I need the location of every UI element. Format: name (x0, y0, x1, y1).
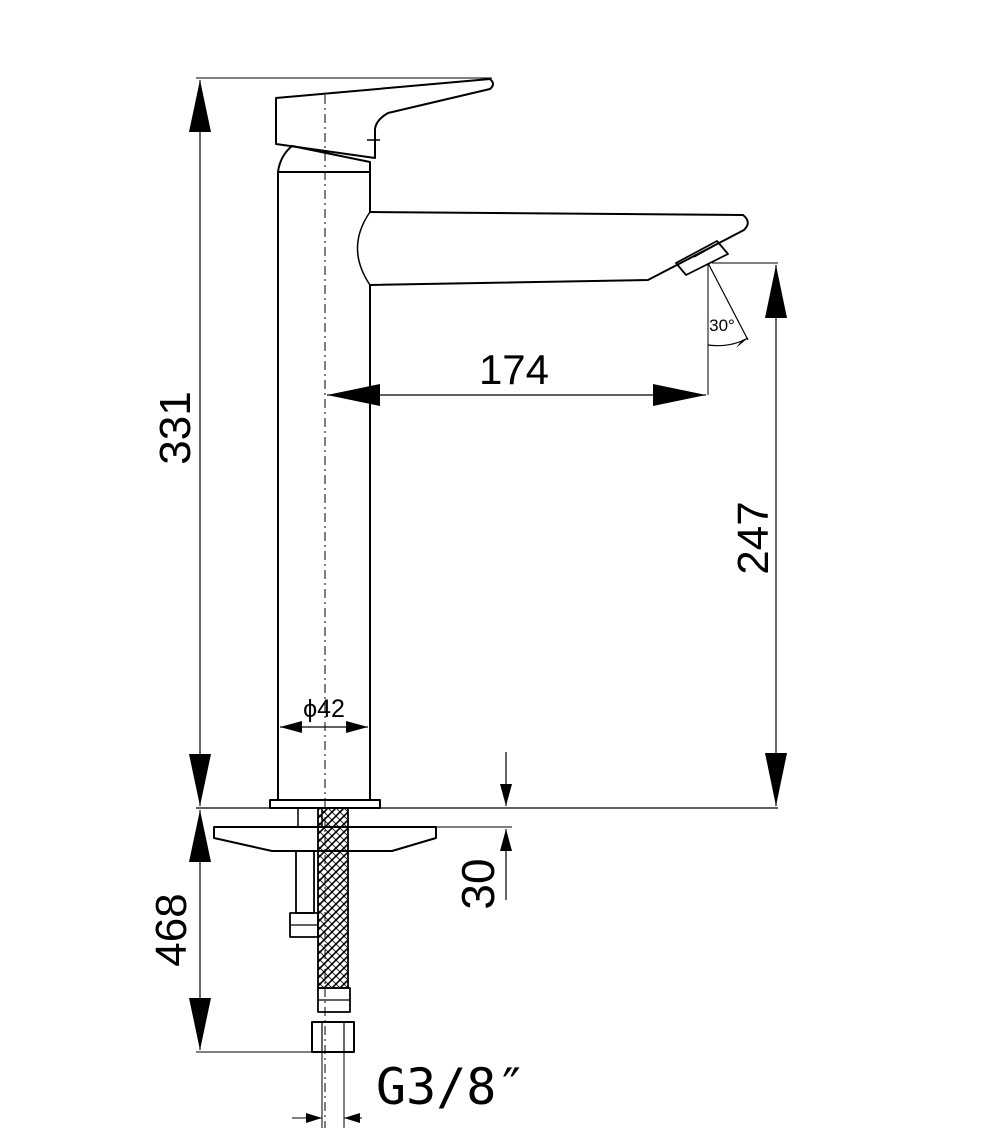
arrow-angle (736, 338, 748, 348)
label-connection-thread: G3/8″ (376, 1058, 527, 1116)
label-deck-thickness: 30 (452, 858, 504, 909)
arrow-247-bottom (765, 753, 787, 806)
label-spout-reach: 174 (479, 346, 549, 393)
label-total-height: 331 (151, 391, 200, 464)
spout (369, 211, 749, 286)
arrow-30-lower (500, 829, 512, 851)
arrow-42-right (346, 721, 368, 733)
label-below-deck-length: 468 (147, 893, 196, 966)
arrow-thread-left (306, 1113, 322, 1123)
arrow-468-top (189, 810, 211, 862)
label-aerator-angle: 30° (709, 316, 735, 335)
arrow-174-right (653, 384, 706, 406)
arrow-247-top (765, 265, 787, 318)
arrow-331-bottom (189, 754, 211, 806)
label-spout-height: 247 (729, 501, 778, 574)
braided-hose (317, 807, 349, 989)
arrow-thread-right (344, 1113, 360, 1123)
handle-lever (275, 78, 494, 159)
spout-joint-curve (356, 211, 371, 286)
arrow-331-top (189, 80, 211, 132)
aerator-detail (693, 246, 713, 258)
label-body-diameter: ϕ42 (303, 695, 345, 723)
angle-ray (707, 262, 749, 341)
hose-connector-nut (311, 1021, 355, 1053)
arrow-42-left (280, 721, 302, 733)
handle-cap (277, 145, 371, 173)
arrow-174-left (327, 384, 380, 406)
fixing-stud (295, 850, 315, 914)
arrow-30-upper (500, 784, 512, 806)
aerator (675, 240, 729, 276)
arrow-468-bottom (189, 998, 211, 1050)
